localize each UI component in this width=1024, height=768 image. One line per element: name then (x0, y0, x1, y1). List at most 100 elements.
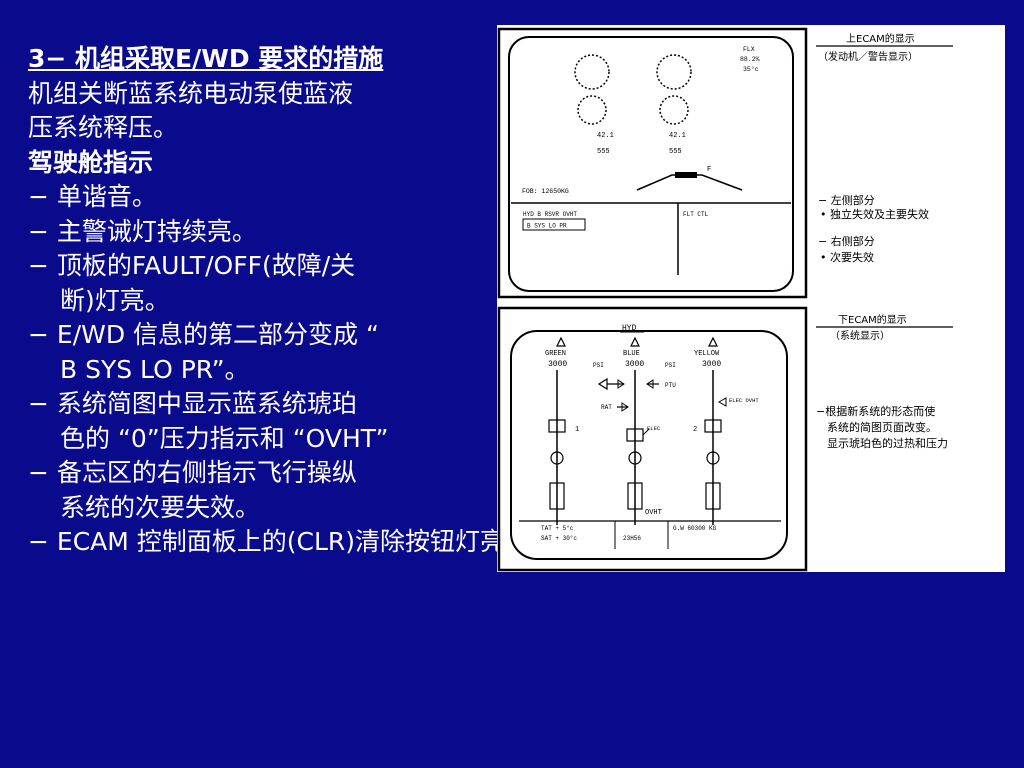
warning-box-text: B SYS LO PR (527, 223, 567, 230)
engine1-readout: 42.1 (597, 132, 614, 140)
blue-triangle (630, 336, 640, 347)
slide-line-9: − E/WD 信息的第二部分变成 “ (28, 320, 379, 349)
system-pressures: 3000 3000 3000 (548, 360, 721, 369)
flap-bar (675, 172, 697, 178)
desc-line-3: 显示琥珀色的过热和压力 (827, 436, 948, 450)
blue-valve (628, 451, 642, 465)
yellow-triangle (708, 336, 718, 347)
reservoirs (549, 482, 721, 510)
flt-ctl-message: FLT CTL (683, 211, 709, 218)
elec-ovht-arrow (717, 397, 727, 407)
psi-right: PSI (665, 362, 676, 369)
ovht-label: OVHT (645, 509, 662, 517)
engine-gauges (574, 54, 692, 125)
upper-ecam-subtitle: （发动机／警告显示） (818, 50, 918, 63)
pump-2-label: 2 (693, 426, 697, 434)
blue-elec-label: ELEC (647, 425, 661, 432)
slide-line-15: − ECAM 控制面板上的(CLR)清除按钮灯亮。 (28, 527, 531, 556)
gw-readout: G.W 60300 KG (673, 525, 717, 532)
elec-ovht-label: ELEC OVHT (729, 397, 759, 404)
slide-line-1: 3− 机组采取E/WD 要求的措施 (28, 44, 384, 73)
psi-left: PSI (593, 362, 604, 369)
flap-f-label: F (707, 166, 711, 174)
flx-value-2: 35°c (743, 65, 759, 73)
blue-elec-lead (642, 428, 650, 436)
valve-circles (550, 451, 720, 465)
engine2-egt-readout: 555 (669, 148, 682, 156)
green-pump-box (548, 419, 566, 433)
status-readouts: TAT + 5°c SAT + 30°c 23H56 G.W 60300 KG (541, 525, 717, 542)
green-pressure: 3000 (548, 360, 567, 369)
lower-ecam-subtitle: （系统显示） (830, 329, 890, 342)
blue-pressure: 3000 (625, 360, 644, 369)
yellow-pressure: 3000 (702, 360, 721, 369)
tat-readout: TAT + 5°c (541, 525, 574, 532)
slide-line-7: − 顶板的FAULT/OFF(故障/关 (28, 251, 356, 280)
rat-arrow (621, 402, 629, 412)
slide-line-4: 驾驶舱指示 (28, 147, 154, 177)
flx-block: FLX 88.2% 35°c (740, 46, 760, 73)
flx-label: FLX (743, 46, 755, 53)
slide-line-11: − 系统简图中显示蓝系统琥珀 (28, 389, 357, 418)
time-readout: 23H56 (623, 535, 641, 542)
ptu-arrow-left (597, 377, 608, 391)
green-reservoir (549, 482, 565, 510)
right-part-label: − 右侧部分 (818, 234, 875, 248)
left-part-label: − 左侧部分 (818, 193, 875, 207)
system-triangles (556, 336, 718, 347)
green-valve (550, 451, 564, 465)
engine1-egt-gauge (577, 95, 607, 125)
lower-ecam-screen (510, 330, 788, 560)
slide-line-13: − 备忘区的右侧指示飞行操纵 (28, 458, 357, 487)
ptu-arrow-mid (617, 379, 625, 389)
green-triangle (556, 336, 566, 347)
blue-reservoir (627, 482, 643, 510)
yellow-label: YELLOW (694, 350, 720, 358)
pump-boxes (548, 419, 722, 442)
fob-label: FOB: 12650KG (522, 188, 569, 195)
upper-ecam-screen (508, 36, 794, 292)
slide-text-block: 3− 机组采取E/WD 要求的措施机组关断蓝系统电动泵使蓝液压系统释压。驾驶舱指… (28, 42, 531, 560)
slide-line-2: 机组关断蓝系统电动泵使蓝液 (28, 78, 354, 108)
pump-1-label: 1 (575, 426, 579, 434)
slide-line-10: B SYS LO PR”。 (60, 354, 250, 384)
left-part-item: • 独立失效及主要失效 (820, 207, 929, 221)
system-names: GREEN BLUE YELLOW (545, 350, 720, 358)
desc-line-2: 系统的简图页面改变。 (827, 420, 937, 434)
psi-labels: PSI PSI (593, 362, 676, 369)
slide-line-5: − 单谐音。 (28, 182, 157, 211)
slide-line-14: 系统的次要失效。 (60, 492, 261, 522)
hyd-page-title: HYD (622, 324, 637, 333)
yellow-valve (706, 451, 720, 465)
engine2-readout: 42.1 (669, 132, 686, 140)
desc-line-1: −根据新系统的形态而使 (816, 404, 935, 418)
yellow-pump-box (704, 419, 722, 433)
yellow-reservoir (705, 482, 721, 510)
lower-ecam-outer-frame (497, 306, 808, 572)
warning-box (522, 218, 586, 231)
rat-label: RAT (601, 404, 612, 411)
hyd-warning-message: HYD B RSVR OVHT (523, 211, 577, 218)
ecam-diagram: 42.1 42.1 555 555 FLX 88.2% 35°c FOB: 12… (497, 27, 953, 572)
ecam-figure: 42.1 42.1 555 555 FLX 88.2% 35°c FOB: 12… (497, 25, 1005, 572)
green-label: GREEN (545, 350, 566, 358)
ptu-label: PTU (665, 382, 676, 389)
blue-label: BLUE (623, 350, 640, 358)
slide-line-3: 压系统释压。 (28, 113, 179, 142)
sat-readout: SAT + 30°c (541, 535, 577, 542)
system-lines (556, 370, 714, 525)
engine2-egt-gauge (659, 95, 689, 125)
flx-value-1: 88.2% (740, 56, 760, 63)
upper-ecam-title: 上ECAM的显示 (846, 32, 915, 45)
ptu-arrow-right (646, 379, 654, 389)
right-part-item: • 次要失效 (820, 250, 874, 264)
engine1-egt-readout: 555 (597, 148, 610, 156)
lower-ecam-title: 下ECAM的显示 (838, 313, 907, 326)
slide-line-6: − 主警诫灯持续亮。 (28, 216, 257, 246)
upper-ecam-outer-frame (497, 27, 808, 299)
slide-line-12: 色的 “0”压力指示和 “OVHT” (60, 423, 389, 453)
engine2-n1-gauge (656, 54, 692, 90)
engine-readouts: 42.1 42.1 555 555 (597, 132, 686, 156)
slide-line-8: 断)灯亮。 (60, 285, 170, 315)
ecam-notes: 上ECAM的显示 （发动机／警告显示） − 左侧部分 • 独立失效及主要失效 −… (816, 32, 953, 450)
